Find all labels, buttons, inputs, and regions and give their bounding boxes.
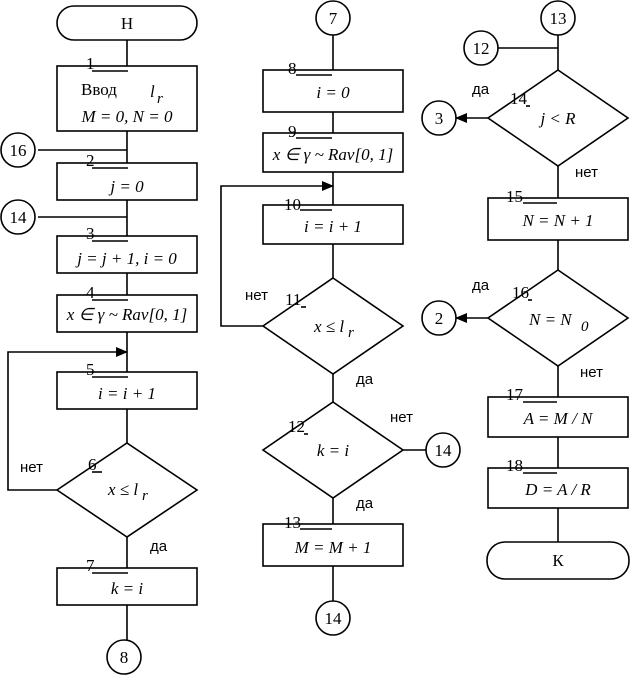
connector-14-in: 14 [0, 199, 36, 235]
block-18-process: 18 D = A / R [487, 456, 629, 509]
connector-3-out: 3 [421, 100, 457, 136]
block-number: 11 [285, 290, 301, 309]
block-16-sub: 0 [581, 319, 589, 335]
connector-7-in: 7 [315, 0, 351, 36]
block-3-process: 3 j = j + 1, i = 0 [56, 224, 198, 274]
no-label: нет [245, 287, 268, 304]
block-16-decision: 16 N = N 0 [486, 269, 630, 367]
no-label: нет [390, 409, 413, 426]
connector-12-in: 12 [463, 30, 499, 66]
start-terminator: Н [56, 5, 198, 41]
block-18-text: D = A / R [524, 480, 591, 499]
block-17-text: A = M / N [523, 409, 594, 428]
block-number: 3 [86, 224, 95, 243]
block-8-process: 8 i = 0 [262, 59, 404, 113]
block-9-process: 9 x ∈ γ ~ Rav[0, 1] [262, 122, 404, 173]
block-14-decision: 14 j < R [486, 69, 630, 167]
svg-text:16: 16 [10, 141, 27, 160]
block-1-line2: M = 0, N = 0 [81, 107, 173, 126]
svg-text:7: 7 [329, 9, 338, 28]
connector-14-out: 14 [315, 600, 351, 636]
svg-text:3: 3 [435, 109, 444, 128]
loop-back-arrow [220, 181, 334, 327]
block-13-text: M = M + 1 [294, 538, 372, 557]
block-6-sub: r [142, 488, 148, 504]
yes-label: да [356, 371, 374, 388]
block-number: 8 [288, 59, 297, 78]
block-number: 5 [86, 360, 95, 379]
no-label: нет [20, 459, 43, 476]
block-16-text: N = N [528, 310, 573, 329]
block-number: 13 [284, 513, 301, 532]
block-5-text: i = i + 1 [98, 384, 156, 403]
block-4-process: 4 x ∈ γ ~ Rav[0, 1] [56, 283, 198, 333]
yes-label: да [150, 538, 168, 555]
block-1-var: l [150, 82, 155, 101]
svg-text:8: 8 [120, 648, 129, 667]
start-label: Н [121, 14, 133, 33]
connector-14-no: 14 [425, 432, 461, 468]
block-7-text: k = i [111, 579, 144, 598]
no-label: нет [575, 164, 598, 181]
no-label: нет [580, 364, 603, 381]
yes-label: да [472, 81, 490, 98]
block-1-var-sub: r [157, 91, 163, 107]
block-8-text: i = 0 [316, 83, 350, 102]
block-11-decision: 11 x ≤ l r [261, 277, 405, 375]
svg-text:14: 14 [435, 441, 453, 460]
block-number: 4 [86, 283, 95, 302]
block-15-process: 15 N = N + 1 [487, 187, 629, 241]
block-11-sub: r [348, 325, 354, 341]
block-number: 15 [506, 187, 523, 206]
block-1-line1: Ввод [81, 80, 117, 99]
block-3-text: j = j + 1, i = 0 [75, 249, 177, 268]
block-number: 7 [86, 556, 95, 575]
block-11-text: x ≤ l [313, 317, 344, 336]
block-6-decision: 6 x ≤ l r [55, 442, 199, 538]
block-number: 12 [288, 417, 305, 436]
block-17-process: 17 A = M / N [487, 385, 629, 438]
svg-text:14: 14 [10, 208, 28, 227]
block-1-input: 1 Ввод l r M = 0, N = 0 [56, 54, 198, 132]
block-7-process: 7 k = i [56, 556, 198, 606]
column-1: Н 1 Ввод l r M = 0, N = 0 16 2 j = 0 [0, 5, 199, 675]
block-13-process: 13 M = M + 1 [262, 513, 404, 567]
block-10-text: i = i + 1 [304, 217, 362, 236]
block-5-process: 5 i = i + 1 [56, 360, 198, 410]
yes-label: да [472, 277, 490, 294]
block-number: 16 [512, 283, 529, 302]
block-9-text: x ∈ γ ~ Rav[0, 1] [272, 145, 393, 164]
svg-text:2: 2 [435, 309, 444, 328]
block-number: 1 [86, 54, 95, 73]
block-number: 14 [510, 89, 528, 108]
connector-2-out: 2 [421, 300, 457, 336]
block-4-text: x ∈ γ ~ Rav[0, 1] [66, 305, 187, 324]
block-12-decision: 12 k = i [261, 401, 405, 499]
block-number: 18 [506, 456, 523, 475]
block-number: 2 [86, 151, 95, 170]
block-14-text: j < R [538, 109, 576, 128]
block-12-text: k = i [317, 441, 350, 460]
block-15-text: N = N + 1 [521, 211, 593, 230]
svg-text:12: 12 [473, 39, 490, 58]
connector-8-out: 8 [106, 639, 142, 675]
connector-13-in: 13 [540, 0, 576, 36]
column-3: 13 12 14 j < R да 3 нет 15 N = N + 1 [421, 0, 630, 580]
block-number: 17 [506, 385, 524, 404]
block-2-process: 2 j = 0 [56, 151, 198, 201]
svg-text:13: 13 [550, 9, 567, 28]
end-label: К [552, 551, 564, 570]
block-number: 9 [288, 122, 297, 141]
column-2: 7 8 i = 0 9 x ∈ γ ~ Rav[0, 1] 10 i = i +… [220, 0, 461, 636]
block-number: 10 [284, 195, 301, 214]
block-number: 6 [88, 455, 97, 474]
block-6-text: x ≤ l [107, 480, 138, 499]
end-terminator: К [486, 541, 630, 580]
svg-text:14: 14 [325, 609, 343, 628]
loop-back-arrow [7, 347, 128, 491]
block-2-text: j = 0 [108, 177, 144, 196]
yes-label: да [356, 495, 374, 512]
connector-16-in: 16 [0, 132, 36, 168]
